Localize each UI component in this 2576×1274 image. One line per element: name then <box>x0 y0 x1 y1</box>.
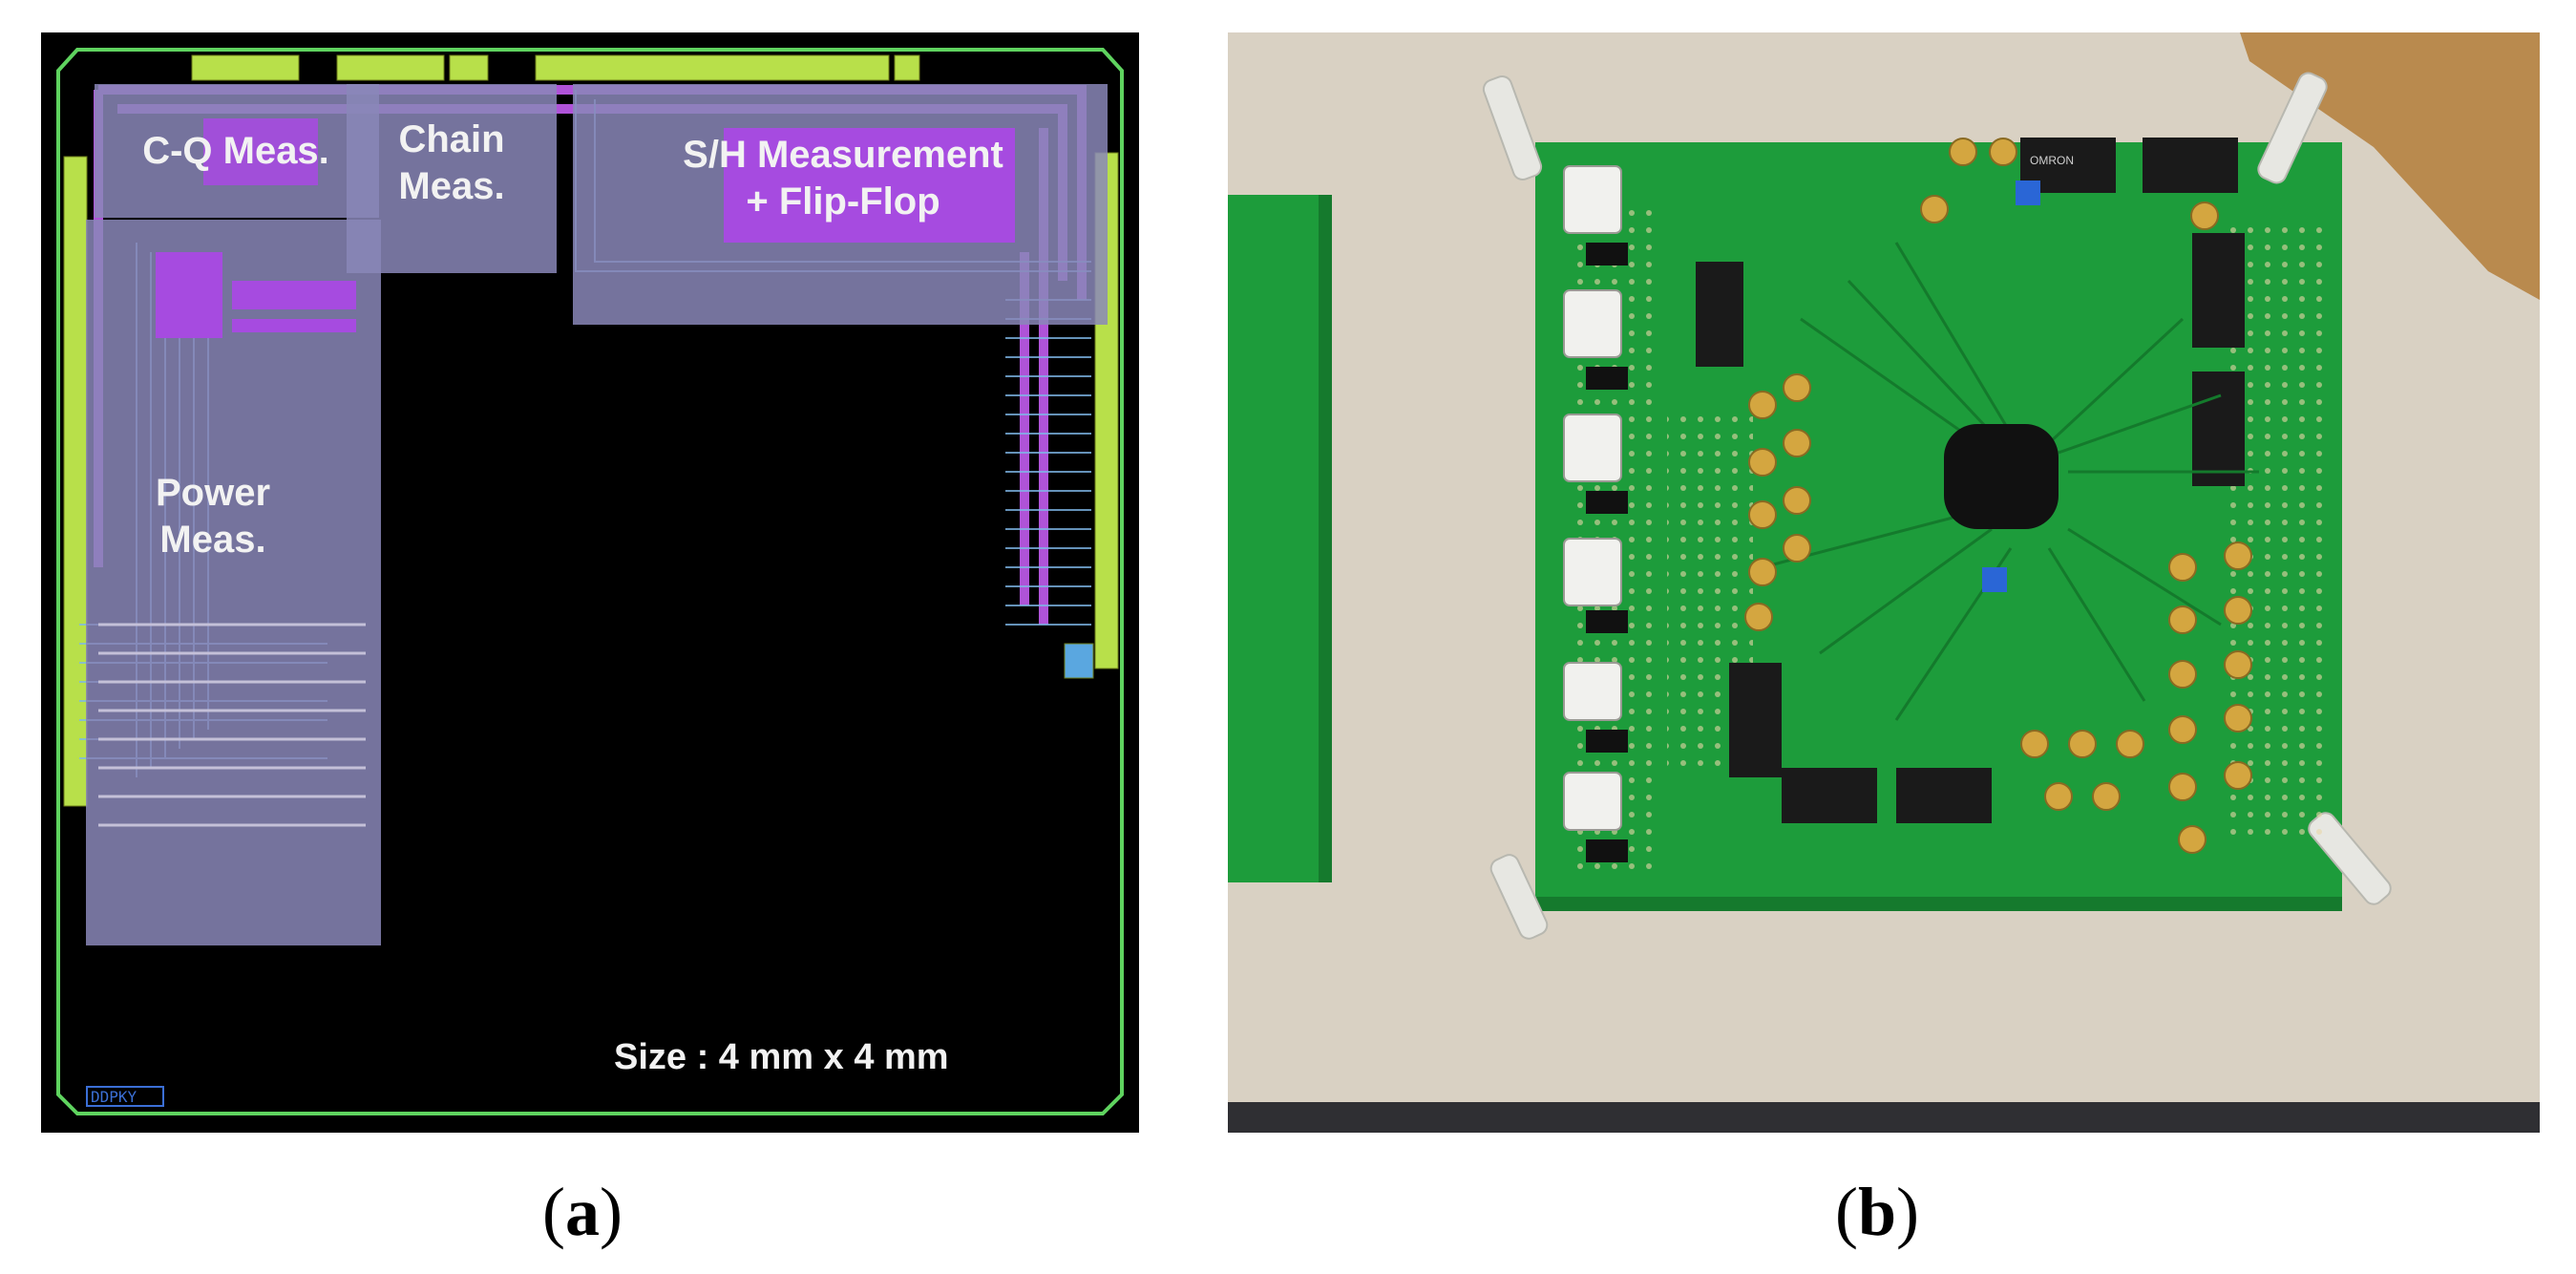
pcb-photo: OMRON <box>1228 32 2540 1133</box>
standoffs <box>1482 72 2392 940</box>
die-boundary <box>56 48 1124 1115</box>
chain-meas-block <box>347 84 557 273</box>
pcb-photo-drawing: OMRON <box>1228 32 2540 1133</box>
chip-layout-image: DDPKY C-Q Meas. Chain Meas. S/H Measurem… <box>41 32 1139 1133</box>
pcb-traces <box>1762 242 2259 721</box>
pad-ring-top <box>191 54 920 81</box>
second-board <box>1228 195 1319 882</box>
sh-measurement-label: S/H Measurement + Flip-Flop <box>683 134 1003 223</box>
size-note: Size : 4 mm x 4 mm <box>614 1037 949 1077</box>
dip-ics <box>1696 138 2245 823</box>
caption-b: (b) <box>1835 1174 1920 1250</box>
caption-a: (a) <box>542 1174 623 1250</box>
dummy-fill-stripes <box>98 623 366 827</box>
power-connectors <box>1563 165 1622 831</box>
chain-meas-label: Chain Meas. <box>398 118 505 207</box>
flip-flop-core <box>724 128 1015 243</box>
cq-meas-label: C-Q Meas. <box>142 130 329 172</box>
ic-marking: OMRON <box>2030 154 2074 167</box>
diodes <box>1586 243 1628 862</box>
pad-ring-left <box>63 156 88 807</box>
chip-package <box>1944 424 2059 529</box>
power-meas-label: Power Meas. <box>155 472 271 561</box>
logo-text: DDPKY <box>91 1088 137 1106</box>
caption-b-letter: b <box>1857 1174 1897 1250</box>
potentiometer <box>1982 567 2007 592</box>
caption-a-letter: a <box>564 1174 600 1250</box>
sma-connectors <box>1744 138 2252 854</box>
chip-layout-drawing: DDPKY <box>41 32 1139 1133</box>
